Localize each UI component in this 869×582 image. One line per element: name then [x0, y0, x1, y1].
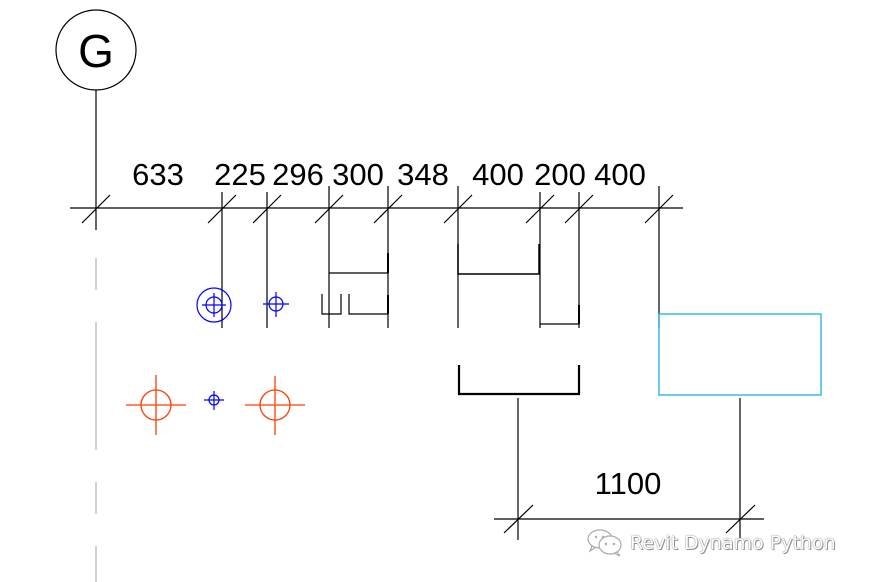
grid-bubble-g[interactable]: G [55, 9, 137, 91]
bottom-dimension[interactable] [494, 504, 764, 534]
blue-fixture-small-2[interactable] [204, 391, 224, 410]
dimension-labels: 633 225 296 300 348 400 200 400 [132, 157, 646, 192]
watermark: Revit Dynamo Python [586, 528, 836, 558]
dim-label-400-b: 400 [594, 157, 646, 192]
blue-fixture-small-1[interactable] [263, 292, 289, 317]
bracket-fixture[interactable] [457, 365, 581, 540]
fixture-boxes-2[interactable] [457, 244, 580, 325]
dim-label-1100: 1100 [595, 466, 662, 501]
red-fixture-left[interactable] [126, 375, 186, 435]
top-dimension-string[interactable] [70, 186, 683, 328]
red-fixture-right[interactable] [245, 376, 305, 435]
dim-label-296: 296 [272, 157, 324, 192]
grid-label: G [78, 25, 114, 77]
dim-label-200: 200 [534, 157, 586, 192]
dim-label-400-a: 400 [472, 157, 524, 192]
dim-label-225: 225 [214, 157, 266, 192]
dim-label-348: 348 [397, 157, 449, 192]
watermark-text: Revit Dynamo Python [630, 532, 836, 554]
dim-label-633: 633 [132, 157, 184, 192]
fixture-boxes-1[interactable] [321, 253, 389, 315]
dim-label-300: 300 [332, 157, 384, 192]
cyan-rectangle[interactable] [658, 313, 822, 396]
extension-lines [221, 186, 660, 328]
wechat-icon [587, 529, 622, 557]
dimension-ticks [81, 194, 674, 224]
blue-fixture-large[interactable] [196, 287, 232, 323]
